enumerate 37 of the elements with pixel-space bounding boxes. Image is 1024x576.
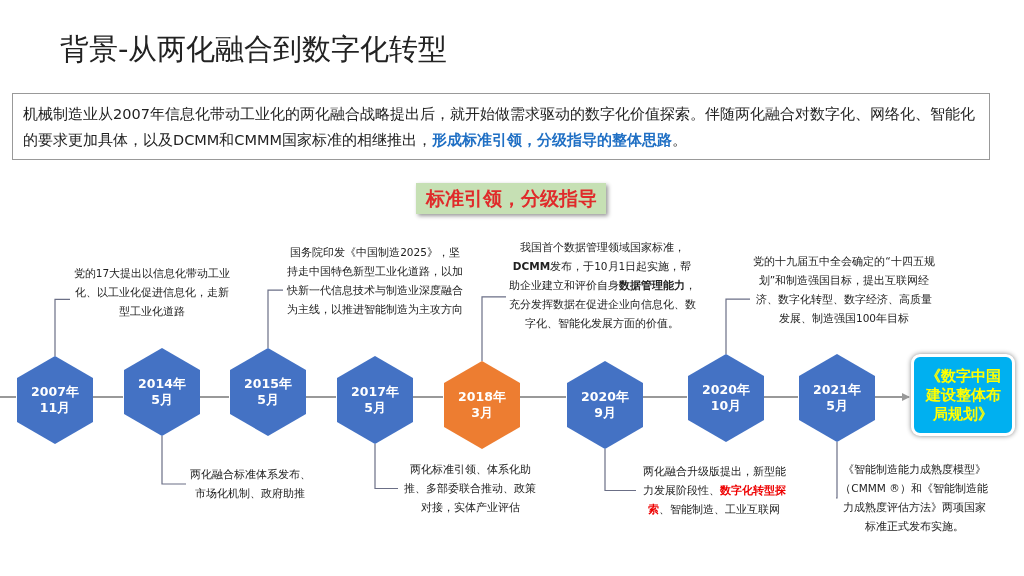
arrow xyxy=(874,393,910,401)
timeline-line xyxy=(763,396,799,398)
milestone-note: 两化融合标准体系发布、市场化机制、政府助推 xyxy=(188,465,312,503)
milestone-hexagon: 2007年11月 xyxy=(17,356,93,444)
milestone-hexagon: 2018年3月 xyxy=(444,361,520,449)
milestone-note: 两化标准引领、体系化助推、多部委联合推动、政策对接，实体产业评估 xyxy=(400,460,540,517)
milestone-note: 党的17大提出以信息化带动工业化、以工业化促进信息化，走新型工业化道路 xyxy=(72,264,232,321)
milestone-hexagon: 2020年9月 xyxy=(567,361,643,449)
goal-box: 《数字中国建设整体布局规划》 xyxy=(911,354,1015,436)
timeline-line xyxy=(519,396,567,398)
milestone-hexagon: 2017年5月 xyxy=(337,356,413,444)
timeline-line xyxy=(0,396,17,398)
milestone-note: 《智能制造能力成熟度模型》（CMMM ®）和《智能制造能力成熟度评估方法》两项国家标准正式发布实施。 xyxy=(838,460,990,536)
timeline-line xyxy=(412,396,444,398)
leader-line xyxy=(54,298,71,357)
timeline-line xyxy=(642,396,688,398)
leader-line xyxy=(481,296,507,362)
milestone-note: 国务院印发《中国制造2025》，坚持走中国特色新型工业化道路，以加快新一代信息技术与制造业深度融合为主线，以推进智能制造为主攻方向 xyxy=(285,243,465,319)
milestone-note: 我国首个数据管理领域国家标准，DCMM发布，于10月1日起实施，帮助企业建立和评价自身数据管理能力，充分发挥数据在促进企业向信息化、数字化、智能化发展方面的价值。 xyxy=(508,238,696,333)
milestone-hexagon: 2014年5月 xyxy=(124,348,200,436)
timeline-line xyxy=(305,396,337,398)
leader-line xyxy=(161,435,187,485)
leader-line xyxy=(267,289,284,349)
milestone-note: 两化融合升级版提出，新型能力发展阶段性、数字化转型探索、智能制造、工业互联网 xyxy=(638,462,790,519)
leader-line xyxy=(835,441,838,499)
intro-paragraph: 机械制造业从2007年信息化带动工业化的两化融合战略提出后，就开始做需求驱动的数字化价值探索。伴随两化融合对数字化、网络化、智能化的要求更加具体，以及DCMM和CMMM国家标准的相继推出，形成标准引领，分级指导的整体思路。 xyxy=(12,93,990,160)
timeline-line xyxy=(92,396,124,398)
milestone-hexagon: 2015年5月 xyxy=(230,348,306,436)
milestone-hexagon: 2021年5月 xyxy=(799,354,875,442)
timeline-line xyxy=(199,396,230,398)
slide-title: 背景-从两化融合到数字化转型 xyxy=(60,31,448,68)
milestone-note: 党的十九届五中全会确定的“十四五规划”和制造强国目标，提出互联网经济、数字化转型、数字经济、高质量发展、制造强国100年目标 xyxy=(752,252,936,328)
leader-line xyxy=(725,298,751,355)
milestone-hexagon: 2020年10月 xyxy=(688,354,764,442)
leader-line xyxy=(374,443,399,490)
heading-banner: 标准引领，分级指导 xyxy=(416,183,606,214)
leader-line xyxy=(604,448,637,492)
